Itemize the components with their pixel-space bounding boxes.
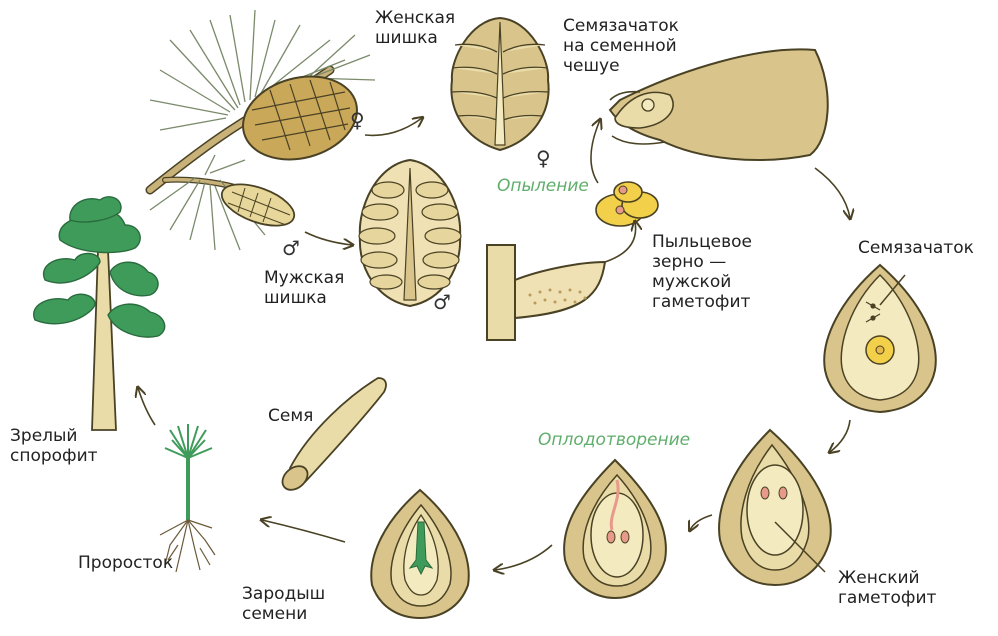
seed-with-embryo: [370, 488, 470, 620]
male-symbol-icon: ♂: [282, 236, 300, 260]
male-cone-section: [358, 158, 462, 308]
ovule-label: Семязачаток: [858, 238, 974, 258]
winged-seed: [281, 377, 387, 491]
female-pine-cone: [242, 75, 358, 161]
male-symbol-icon: ♂: [433, 290, 451, 314]
male-pine-cone: [220, 183, 296, 227]
ovule-stage-1: [823, 263, 937, 414]
pollen-grain-label: Пыльцевое зерно — мужской гаметофит: [652, 232, 752, 312]
seedling: [159, 424, 216, 573]
ovule-on-scale-label: Семязачаток на семенной чешуе: [563, 16, 679, 76]
female-cone-label: Женская шишка: [375, 8, 456, 48]
seedling-label: Проросток: [78, 553, 174, 573]
pollen-sac-scale: [486, 244, 607, 341]
seed-scale-with-ovule: [608, 48, 829, 161]
fertilization-label: Оплодотворение: [538, 430, 691, 450]
female-symbol-icon: ♀: [536, 146, 551, 170]
cycle-arrows: [138, 118, 850, 570]
seed-label: Семя: [268, 406, 314, 426]
female-gametophyte-label: Женский гаметофит: [838, 568, 937, 608]
pollen-grains: [595, 181, 659, 227]
mature-pine-tree: [32, 196, 166, 431]
ovule-stage-3: [563, 458, 667, 600]
female-cone-section: [450, 16, 550, 152]
female-symbol-icon: ♀: [350, 108, 365, 132]
pollination-label: Опыление: [497, 176, 589, 196]
ovule-stage-2: [718, 428, 832, 587]
embryo-label: Зародыш семени: [242, 584, 326, 624]
male-cone-label: Мужская шишка: [264, 268, 345, 308]
mature-sporophyte-label: Зрелый спорофит: [10, 426, 98, 466]
